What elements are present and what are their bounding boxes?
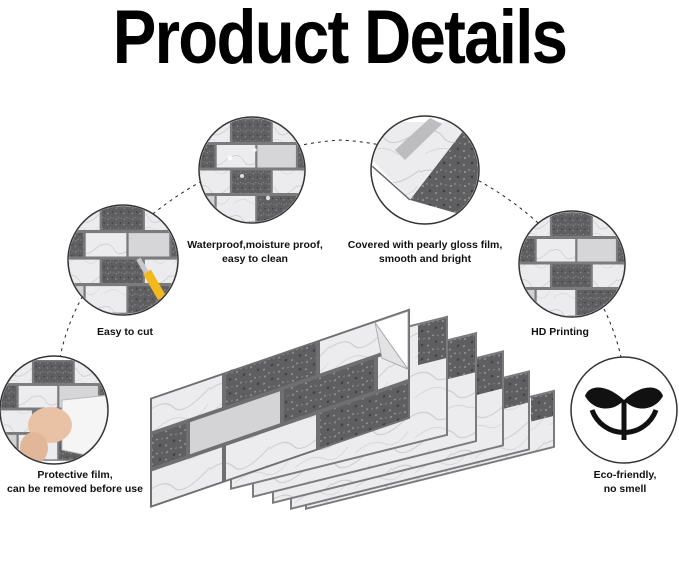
feature-caption-pearly-gloss: Covered with pearly gloss film, smooth a… bbox=[347, 239, 503, 265]
knife-cutting-tile-icon bbox=[67, 204, 179, 316]
feature-caption-waterproof: Waterproof,moisture proof, easy to clean bbox=[187, 239, 323, 265]
hd-tile-closeup-icon bbox=[518, 210, 626, 318]
peeling-corner-tile-icon bbox=[370, 115, 480, 225]
feature-caption-eco-friendly: Eco-friendly, no smell bbox=[593, 469, 657, 495]
feature-caption-protective-film: Protective film, can be removed before u… bbox=[7, 469, 143, 495]
feature-caption-hd-printing: HD Printing bbox=[531, 326, 589, 338]
stacked-wall-tiles-image bbox=[150, 308, 555, 510]
leaf-sprout-icon bbox=[570, 356, 678, 464]
hand-peeling-film-icon bbox=[0, 355, 109, 465]
feature-caption-easy-to-cut: Easy to cut bbox=[96, 326, 154, 338]
page-title: Product Details bbox=[112, 0, 568, 80]
water-drops-tile-icon bbox=[198, 116, 306, 224]
dashed-connector-arc bbox=[59, 139, 623, 363]
